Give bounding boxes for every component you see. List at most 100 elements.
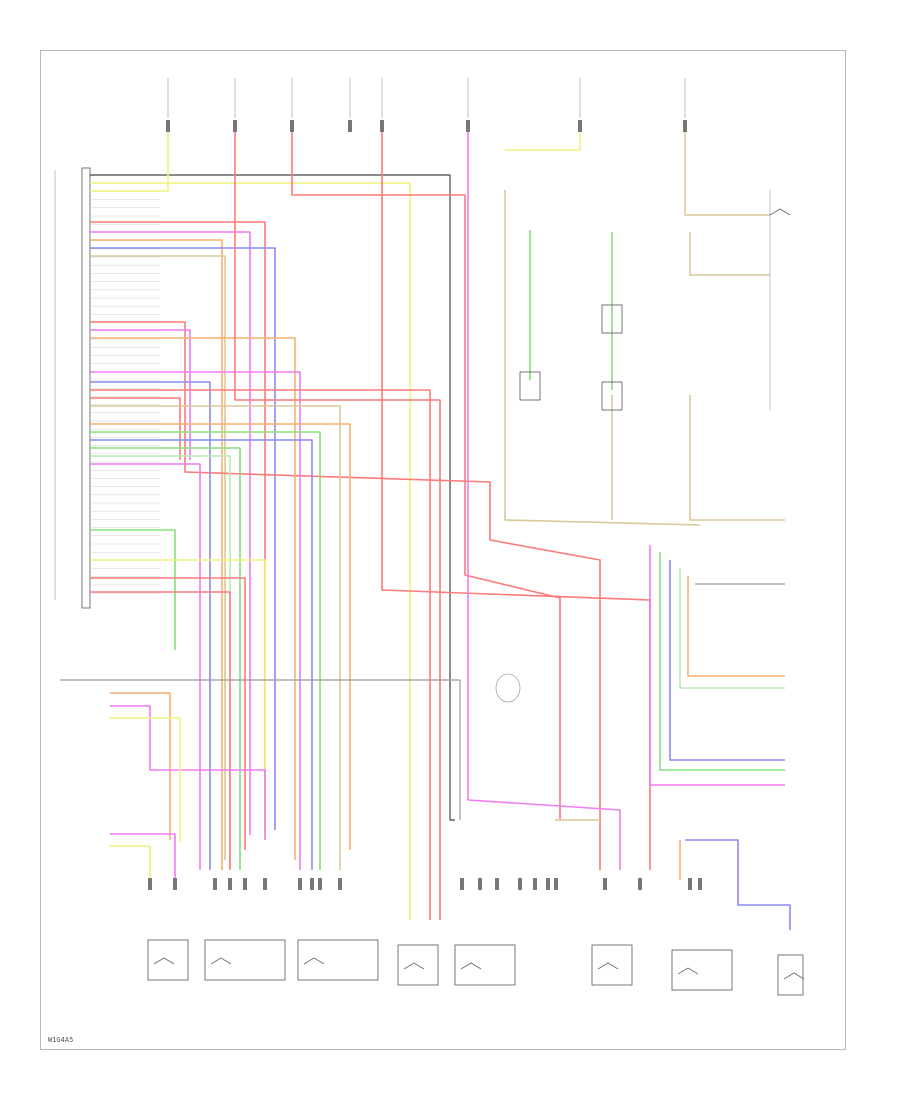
- wire-36: [689, 232, 770, 276]
- sensor-a: [519, 371, 541, 401]
- fuse-connector-4: [380, 120, 384, 132]
- terminal-18: [638, 878, 642, 890]
- wire-39: [659, 552, 785, 771]
- component-switch-6: [677, 967, 699, 975]
- fuse-connector-1: [233, 120, 237, 132]
- wire-44: [60, 679, 461, 820]
- terminal-17: [603, 878, 607, 890]
- wire-25: [90, 591, 231, 870]
- wire-26: [234, 132, 441, 920]
- wire-50: [685, 839, 791, 930]
- wire-13: [90, 389, 431, 920]
- wire-3: [90, 221, 266, 830]
- wire-5: [90, 239, 223, 870]
- terminal-9: [338, 878, 342, 890]
- wire-8: [90, 321, 601, 870]
- wire-21: [90, 463, 201, 870]
- wire-7: [90, 255, 226, 860]
- wire-2: [90, 132, 169, 192]
- fuse-connector-2: [290, 120, 294, 132]
- terminal-19: [688, 878, 692, 890]
- wire-24: [90, 577, 246, 850]
- sensor-b: [601, 304, 623, 334]
- wire-16: [90, 423, 351, 850]
- ground-symbol: [495, 673, 521, 703]
- wire-18: [90, 439, 313, 870]
- terminal-0: [148, 878, 152, 890]
- switch-symbol: [769, 208, 791, 216]
- terminal-10: [460, 878, 464, 890]
- component-switch-4: [460, 962, 482, 970]
- wire-12: [90, 381, 211, 870]
- wire-19: [90, 447, 241, 870]
- wire-6: [90, 247, 276, 830]
- wire-47: [110, 717, 181, 842]
- wire-46: [110, 705, 266, 840]
- terminal-5: [263, 878, 267, 890]
- component-switch-2: [303, 957, 325, 965]
- wire-40: [669, 560, 785, 761]
- wire-38: [649, 545, 785, 786]
- fuse-connector-5: [466, 120, 470, 132]
- component-5: [591, 944, 633, 986]
- wire-33: [504, 190, 701, 526]
- terminal-8: [318, 878, 322, 890]
- fuse-connector-3: [348, 120, 352, 132]
- component-2: [297, 939, 379, 981]
- terminal-13: [518, 878, 522, 890]
- wire-9: [90, 329, 191, 460]
- component-switch-5: [597, 962, 619, 970]
- component-switch-7: [783, 972, 805, 980]
- terminal-14: [533, 878, 537, 890]
- fuse-connector-6: [578, 120, 582, 132]
- wire-1: [90, 182, 411, 920]
- wire-20: [90, 455, 231, 870]
- wire-4: [90, 231, 251, 835]
- wire-41: [679, 568, 785, 689]
- wire-17: [90, 431, 321, 870]
- wire-48: [110, 833, 176, 880]
- terminal-6: [298, 878, 302, 890]
- wire-22: [90, 529, 176, 650]
- component-switch-1: [210, 957, 232, 965]
- component-1: [204, 939, 286, 981]
- component-switch-0: [153, 957, 175, 965]
- component-4: [454, 944, 516, 986]
- wire-45: [110, 692, 171, 840]
- terminal-7: [310, 878, 314, 890]
- wire-0: [90, 174, 455, 821]
- wire-11: [90, 371, 301, 870]
- wire-28: [381, 132, 651, 870]
- figure-id: W1G4A5: [48, 1036, 74, 1044]
- terminal-16: [554, 878, 558, 890]
- wire-35: [684, 132, 770, 216]
- terminal-4: [243, 878, 247, 890]
- wire-49: [110, 845, 151, 880]
- terminal-20: [698, 878, 702, 890]
- sensor-c: [601, 381, 623, 411]
- wire-42: [687, 576, 785, 677]
- terminal-3: [228, 878, 232, 890]
- fuse-connector-0: [166, 120, 170, 132]
- component-0: [147, 939, 189, 981]
- component-6: [671, 949, 733, 991]
- fuse-connector-7: [683, 120, 687, 132]
- component-3: [397, 944, 439, 986]
- wire-15: [90, 405, 341, 870]
- component-7: [777, 954, 804, 996]
- terminal-12: [495, 878, 499, 890]
- component-switch-3: [403, 962, 425, 970]
- wire-10: [90, 337, 296, 860]
- wire-37: [689, 395, 785, 521]
- terminal-1: [173, 878, 177, 890]
- terminal-2: [213, 878, 217, 890]
- terminal-15: [546, 878, 550, 890]
- control-module-connector: [81, 167, 91, 609]
- terminal-11: [478, 878, 482, 890]
- wire-23: [90, 559, 266, 840]
- wire-29: [467, 132, 621, 870]
- wire-30: [505, 132, 581, 151]
- wire-27: [291, 132, 561, 820]
